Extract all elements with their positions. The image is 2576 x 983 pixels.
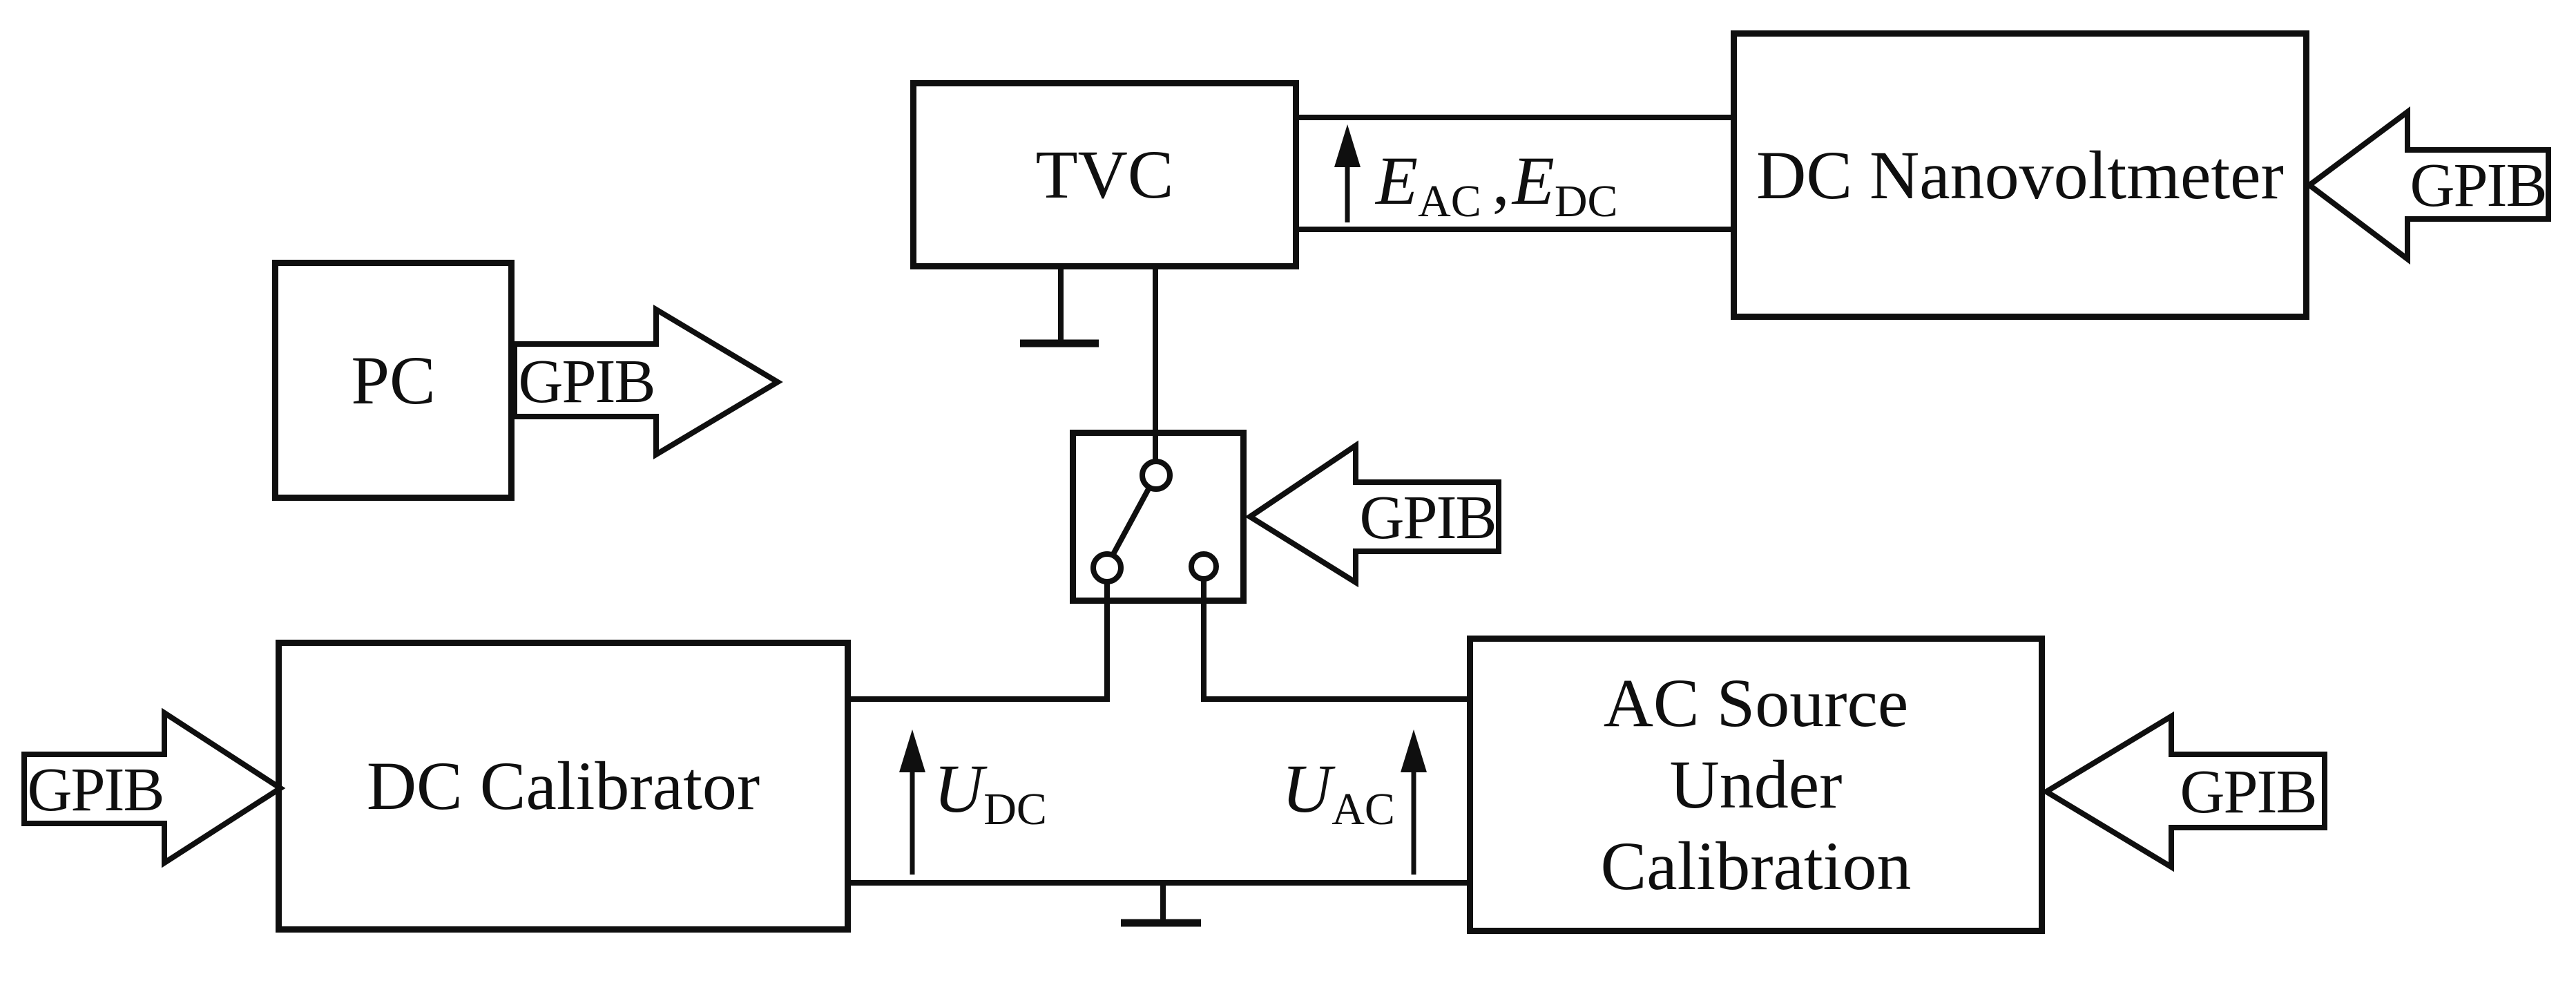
ac-source-box: AC Source Under Calibration [1467,636,2045,934]
switch-box [1070,430,1247,604]
tvc-box-label: TVC [1035,136,1174,213]
ac-source-label-line1: AC Source [1603,665,1909,741]
gpib-arrow-right-calibrator-icon [21,707,286,868]
gpib-arrow-right-pc-icon [512,304,783,460]
uac-up-arrowhead-icon [1401,729,1427,772]
gpib-label-pc: GPIB [518,347,655,416]
emf-eac-symbol: E [1376,142,1419,219]
udc-signal-label: UDC [934,754,1047,832]
pc-box-label: PC [351,341,436,419]
gpib-label-switch: GPIB [1359,484,1497,552]
udc-symbol: U [934,750,984,827]
dc-calibrator-box-label: DC Calibrator [366,747,760,824]
gpib-arrow-left-acsource-icon [2041,711,2327,872]
emf-eac-subscript: AC [1418,176,1481,227]
emf-comma: , [1492,142,1510,219]
gpib-label-nanovoltmeter: GPIB [2410,151,2547,220]
ac-source-label-line3: Calibration [1600,828,1912,904]
tvc-box: TVC [910,80,1299,269]
nanovoltmeter-box-label: DC Nanovoltmeter [1756,136,2284,213]
switch-common-contact-icon [1140,459,1173,492]
gpib-arrow-left-switch-icon [1244,440,1501,588]
udc-subscript: DC [983,784,1047,835]
ac-source-box-label: AC Source Under Calibration [1601,662,1912,907]
emf-edc-symbol: E [1512,142,1555,219]
emf-signal-label: EAC,EDC [1376,146,1618,225]
nanovoltmeter-box: DC Nanovoltmeter [1731,30,2309,320]
switch-lever-icon [1110,486,1152,557]
udc-up-arrowhead-icon [899,729,925,772]
pc-box: PC [272,260,515,501]
ac-source-label-line2: Under [1669,746,1843,823]
gpib-label-acsource: GPIB [2180,758,2317,826]
emf-up-arrowhead-icon [1334,124,1361,167]
dc-calibrator-box: DC Calibrator [276,640,851,933]
uac-symbol: U [1282,750,1332,827]
gpib-arrow-left-nanovoltmeter-icon [2305,106,2551,265]
uac-subscript: AC [1332,784,1395,835]
uac-signal-label: UAC [1282,754,1395,832]
gpib-label-calibrator: GPIB [27,756,164,824]
emf-edc-subscript: DC [1554,176,1618,227]
